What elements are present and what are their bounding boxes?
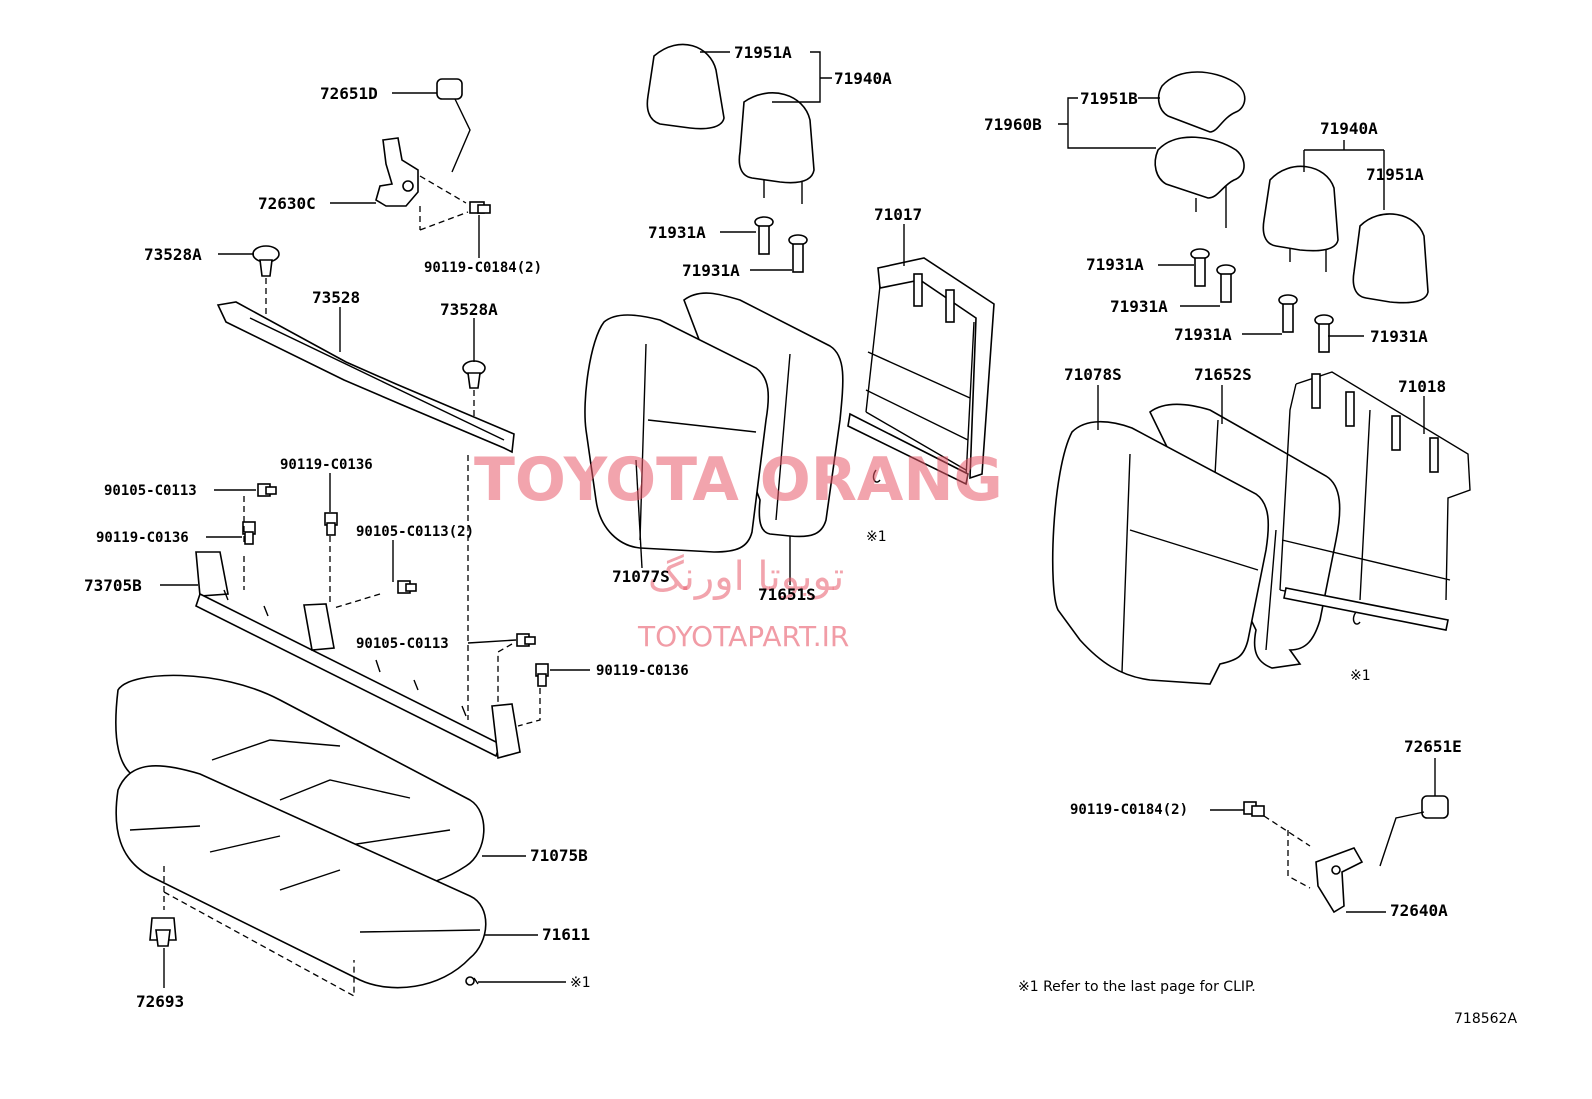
guide-71931a-c <box>1190 248 1210 287</box>
label-73528a-mid: 73528A <box>440 300 498 319</box>
label-90105-c0113-2: 90105-C0113(2) <box>356 524 474 540</box>
guide-71931a-e <box>1278 294 1298 333</box>
clip-note: ※1 Refer to the last page for CLIP. <box>1018 979 1256 995</box>
leader-lines <box>160 51 1436 988</box>
bolt-90105-c0113-a <box>257 483 277 497</box>
guide-71931a-d <box>1216 264 1236 303</box>
label-90119-c0184-left: 90119-C0184(2) <box>424 260 542 276</box>
clip-73528a-top <box>252 245 280 277</box>
seat-cushion-71075b <box>115 674 485 890</box>
bolt-90119-c0184-left <box>469 201 491 214</box>
label-71951a-right: 71951A <box>1366 165 1424 184</box>
label-71931a-e: 71931A <box>1174 325 1232 344</box>
label-72651e: 72651E <box>1404 737 1462 756</box>
label-90119-c0136-c: 90119-C0136 <box>596 663 689 679</box>
bolt-90105-c0113-2 <box>397 580 417 594</box>
label-72640a: 72640A <box>1390 901 1448 920</box>
seat-pad-71611 <box>115 765 487 989</box>
label-71960b: 71960B <box>984 115 1042 134</box>
headrest-71951b-upper <box>1157 71 1246 133</box>
label-90119-c0136-b: 90119-C0136 <box>96 530 189 546</box>
label-71940a-right: 71940A <box>1320 119 1378 138</box>
label-73528a-top: 73528A <box>144 245 202 264</box>
headrest-71951a-top <box>646 43 725 130</box>
label-72651d: 72651D <box>320 84 378 103</box>
clip-72693 <box>149 917 177 947</box>
label-71651s: 71651S <box>758 585 816 604</box>
label-71652s: 71652S <box>1194 365 1252 384</box>
headrest-71951a-right <box>1352 213 1429 304</box>
bolt-90119-c0136-a <box>324 512 338 536</box>
label-90105-c0113-a: 90105-C0113 <box>104 483 197 499</box>
watermark-persian: تویوتا اورنگ <box>648 554 844 600</box>
bracket-72640a <box>1315 847 1364 914</box>
watermark-brand: TOYOTA ORANG <box>474 445 1003 515</box>
figure-id: 718562A <box>1454 1011 1517 1027</box>
trim-strip-73528 <box>216 301 515 454</box>
label-clip-ref-mid: ※1 <box>866 529 887 545</box>
label-71931a-f: 71931A <box>1370 327 1428 346</box>
label-clip-ref-left: ※1 <box>570 975 591 991</box>
label-71951b: 71951B <box>1080 89 1138 108</box>
label-71931a-b: 71931A <box>682 261 740 280</box>
headrest-71940a-top <box>738 92 815 204</box>
anchor-cover-72651e <box>1379 795 1449 867</box>
guide-71931a-b <box>788 234 808 273</box>
seatback-71078s <box>1051 420 1270 685</box>
label-71078s: 71078S <box>1064 365 1122 384</box>
label-71611: 71611 <box>542 925 590 944</box>
label-90105-c0113-b: 90105-C0113 <box>356 636 449 652</box>
label-71017: 71017 <box>874 205 922 224</box>
bracket-72630c <box>375 137 419 207</box>
label-71077s: 71077S <box>612 567 670 586</box>
label-71075b: 71075B <box>530 846 588 865</box>
seatback-frame-71018 <box>1279 371 1471 631</box>
anchor-cover-72651d <box>436 78 471 173</box>
seatback-71077s <box>584 314 770 553</box>
guide-71931a-a <box>754 216 774 255</box>
clip-73528a-mid <box>462 360 486 389</box>
label-71931a-c: 71931A <box>1086 255 1144 274</box>
bolt-90119-c0136-c <box>535 663 549 687</box>
label-90119-c0184-right: 90119-C0184(2) <box>1070 802 1188 818</box>
label-72693: 72693 <box>136 992 184 1011</box>
label-71940a-top: 71940A <box>834 69 892 88</box>
bolt-90105-c0113-b <box>516 633 536 647</box>
watermark-url: TOYOTAPART.IR <box>637 620 849 653</box>
label-90119-c0136-a: 90119-C0136 <box>280 457 373 473</box>
label-73705b: 73705B <box>84 576 142 595</box>
bolt-90119-c0184-right <box>1243 801 1265 817</box>
label-71931a-a: 71931A <box>648 223 706 242</box>
frame-bar-73705b <box>195 551 521 760</box>
label-71018: 71018 <box>1398 377 1446 396</box>
label-72630c: 72630C <box>258 194 316 213</box>
headrest-71940a-right <box>1262 165 1339 272</box>
label-71951a-top: 71951A <box>734 43 792 62</box>
label-73528: 73528 <box>312 288 360 307</box>
headrest-71960b-lower <box>1154 136 1245 228</box>
label-71931a-d: 71931A <box>1110 297 1168 316</box>
bolt-90119-c0136-b <box>242 521 256 545</box>
guide-71931a-f <box>1314 314 1334 353</box>
label-clip-ref-right: ※1 <box>1350 668 1371 684</box>
seatback-frame-71017 <box>847 257 995 486</box>
